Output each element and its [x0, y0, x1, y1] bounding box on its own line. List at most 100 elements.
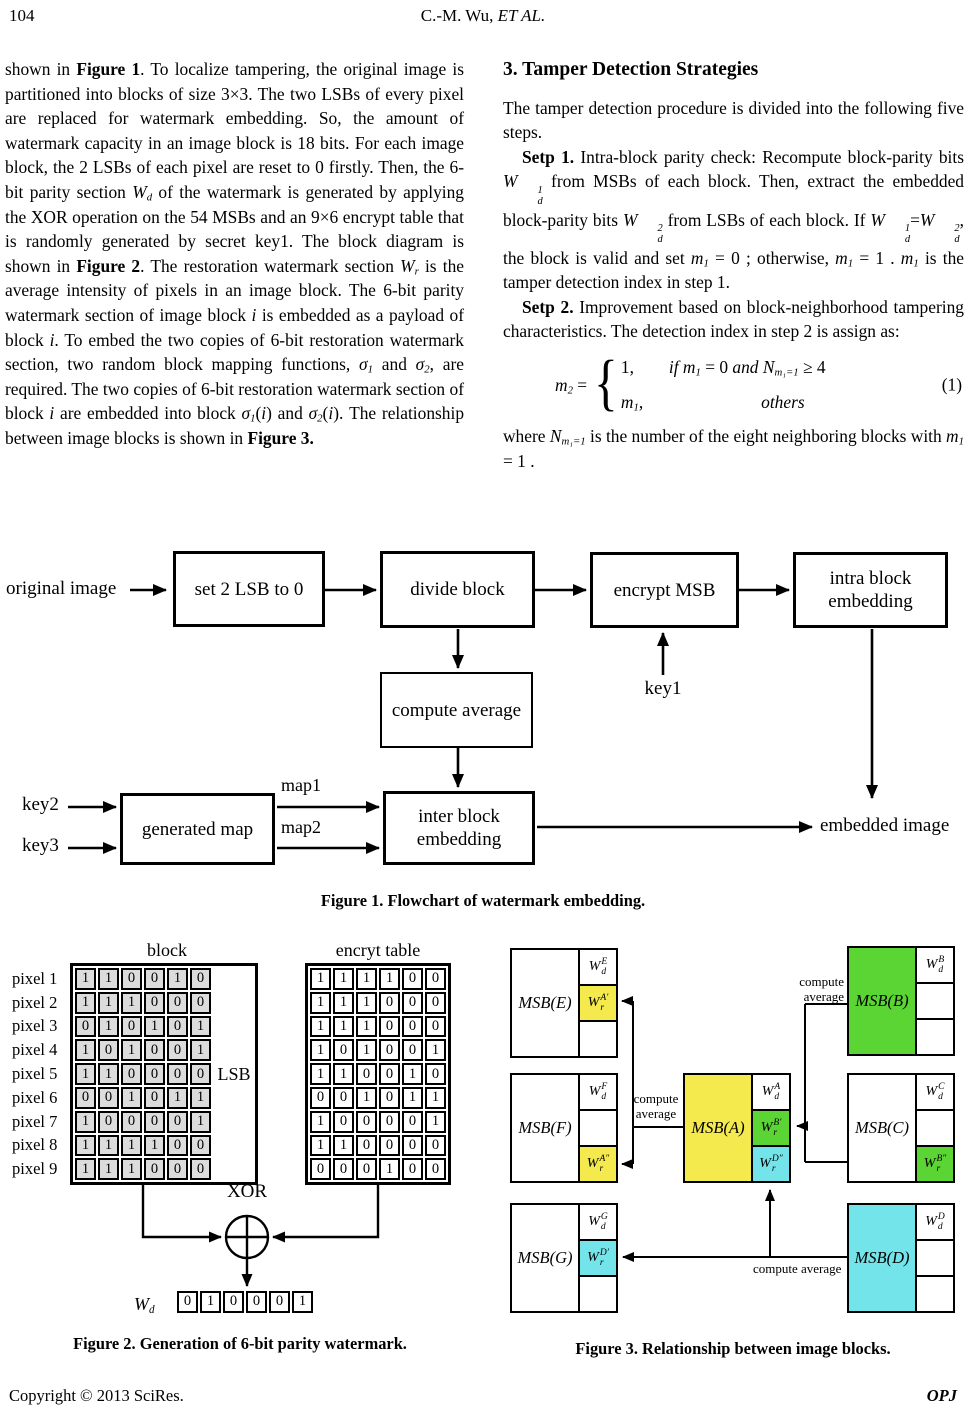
- bit-cell: 0: [246, 1291, 267, 1313]
- bit-cell: 0: [190, 1063, 211, 1085]
- bit-cell: 1: [402, 1086, 423, 1109]
- section-heading: 3. Tamper Detection Strategies: [503, 59, 759, 80]
- label-map1: map1: [281, 775, 321, 795]
- bit-cell: 0: [402, 1039, 423, 1062]
- bit-cell: 0: [425, 1063, 446, 1085]
- bit-cell: 1: [310, 1063, 331, 1085]
- bit-cell: 0: [144, 1158, 165, 1181]
- bit-cell: 0: [379, 1015, 400, 1038]
- figure3-caption: Figure 3. Relationship between image blo…: [575, 1339, 891, 1358]
- label-key3: key3: [22, 835, 59, 856]
- bit-cell: 0: [310, 1158, 331, 1181]
- equation-cases: 1, if m1 = 0 and Nm₁=1 ≥ 4 m1, others: [621, 355, 897, 414]
- flow-box-encrypt-msb: encrypt MSB: [590, 552, 739, 628]
- intro-paragraph: The tamper detection procedure is divide…: [503, 97, 964, 143]
- bit-cell: 0: [167, 1110, 188, 1133]
- block-table-title: block: [147, 940, 187, 960]
- bit-cell: 1: [98, 1134, 119, 1157]
- flow-box-set-lsb: set 2 LSB to 0: [173, 551, 325, 627]
- bit-cell: 0: [167, 1015, 188, 1038]
- bit-cell: 0: [75, 1015, 96, 1038]
- bit-cell: 1: [356, 968, 377, 990]
- bit-cell: 0: [402, 1134, 423, 1157]
- label-embedded-image: embedded image: [820, 815, 950, 836]
- pixel-label: pixel 1: [12, 968, 58, 988]
- body-paragraph: shown in Figure 1. To localize tampering…: [5, 59, 465, 448]
- compute-average-label-a: compute average: [633, 1091, 679, 1121]
- bit-cell: 0: [121, 1110, 142, 1133]
- left-column: shown in Figure 1. To localize tampering…: [5, 57, 464, 451]
- bit-cell: 1: [310, 968, 331, 990]
- bit-cell: 0: [190, 968, 211, 990]
- bit-cell: 0: [177, 1291, 198, 1313]
- bit-cell: 1: [333, 968, 354, 990]
- bit-cell: 1: [144, 1134, 165, 1157]
- bit-cell: 1: [425, 1110, 446, 1133]
- bit-cell: 0: [379, 1110, 400, 1133]
- label-key1: key1: [644, 678, 682, 699]
- wd-result-label: Wd: [134, 1294, 155, 1316]
- pixel-label: pixel 9: [12, 1159, 58, 1179]
- label-original-image: original image: [6, 578, 117, 599]
- bit-cell: 1: [98, 1158, 119, 1181]
- bit-cell: 0: [379, 1086, 400, 1109]
- lsb-column: LSB: [213, 966, 255, 1183]
- case2-value: m1,: [620, 392, 644, 414]
- page-number: 104: [9, 6, 35, 25]
- block-G-msb: MSB(G): [512, 1205, 578, 1311]
- bit-cell: 1: [356, 1086, 377, 1109]
- bit-cell: 1: [144, 1015, 165, 1038]
- bit-cell: 1: [190, 1039, 211, 1062]
- bit-cell: 1: [98, 1015, 119, 1038]
- label-key2: key2: [22, 794, 59, 815]
- bit-cell: 0: [425, 1134, 446, 1157]
- empty-cell: [580, 1277, 616, 1311]
- bit-cell: 1: [121, 1086, 142, 1109]
- bit-cell: 1: [310, 1134, 331, 1157]
- bit-cell: 0: [402, 968, 423, 990]
- bit-cell: 1: [121, 1039, 142, 1062]
- flow-box-compute-average: compute average: [380, 672, 533, 748]
- bit-cell: 0: [425, 1015, 446, 1038]
- empty-cell: [917, 1111, 953, 1147]
- bit-cell: 0: [402, 1110, 423, 1133]
- pixel-label: pixel 5: [12, 1064, 58, 1084]
- block-E-msb: MSB(E): [512, 950, 578, 1056]
- bit-cell: 0: [121, 968, 142, 990]
- running-head-authors: C.-M. Wu,: [420, 6, 498, 25]
- figure1-arrows: [68, 584, 878, 854]
- figure1-caption: Figure 1. Flowchart of watermark embeddi…: [320, 891, 646, 910]
- flow-box-intra-block-embedding: intra block embedding: [793, 552, 948, 628]
- bit-cell: 0: [144, 1039, 165, 1062]
- xor-label: XOR: [226, 1181, 268, 1202]
- flow-box-inter-block-embedding: inter block embedding: [383, 791, 535, 865]
- bit-cell: 0: [75, 1086, 96, 1109]
- flow-box-generated-map: generated map: [120, 793, 275, 865]
- bit-cell: 1: [333, 1134, 354, 1157]
- block-A-msb: MSB(A): [685, 1075, 751, 1181]
- equation-brace: {: [594, 349, 618, 417]
- bit-cell: 0: [121, 1015, 142, 1038]
